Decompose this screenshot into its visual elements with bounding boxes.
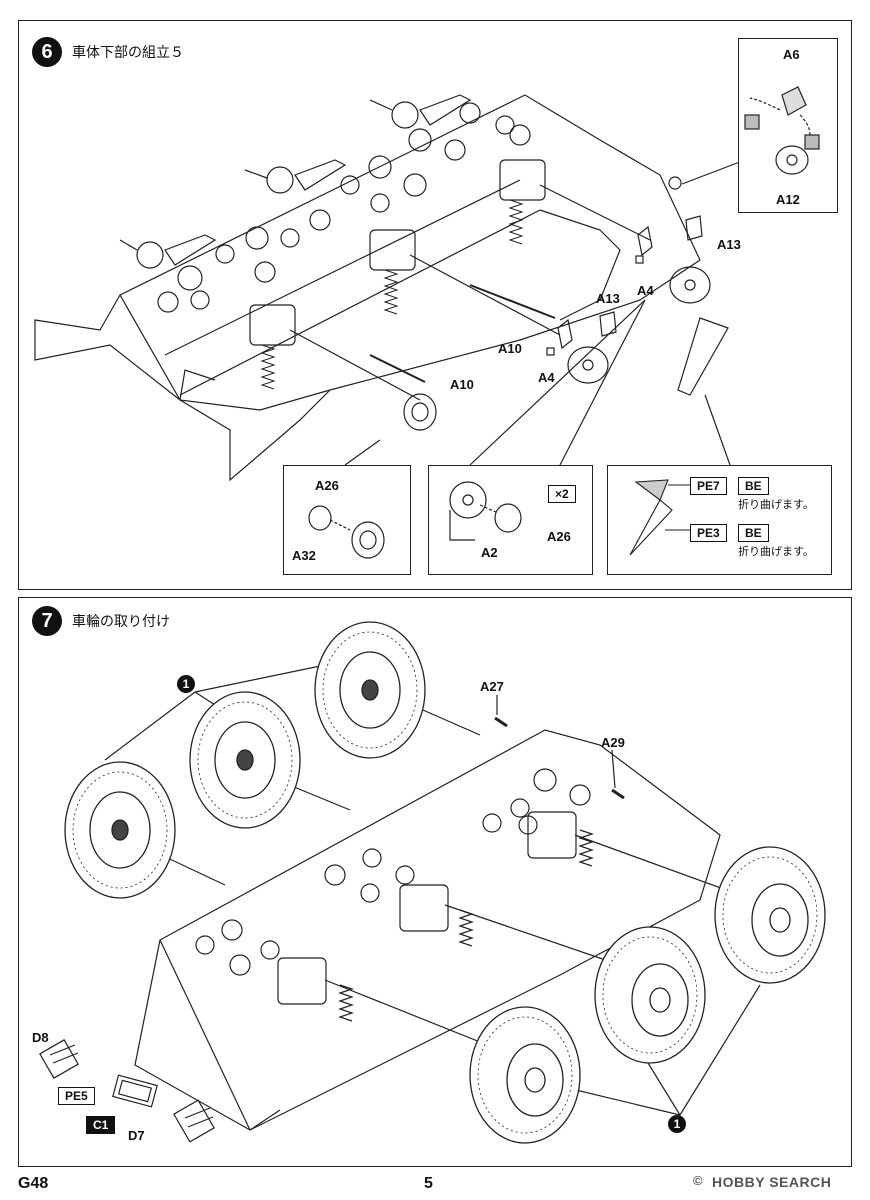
glue-icon-right (804, 134, 820, 150)
label-a27: A27 (480, 679, 504, 694)
final-drives-top (119, 94, 472, 269)
label-a10-upper: A10 (498, 341, 522, 356)
watermark: HOBBY SEARCH (712, 1174, 832, 1190)
pe7-part-label: PE7 (690, 477, 727, 495)
label-a4-upper: A4 (637, 283, 654, 298)
pe7-bend-note: 折り曲げます。 (738, 498, 814, 511)
coil-springs (260, 199, 524, 390)
pe5-part-label: PE5 (58, 1087, 95, 1105)
road-wheels (64, 621, 826, 1144)
callout-b-label-a2: A2 (481, 545, 498, 560)
step6-title: 車体下部の組立５ (72, 45, 184, 61)
suspension-mounts (249, 159, 651, 401)
pe3-bend-icon: BE (738, 524, 769, 542)
glue-icon-left (744, 114, 760, 130)
callout-a-label-a26: A26 (315, 478, 339, 493)
callout-b-multiplier: ×2 (548, 485, 576, 503)
label-a13-upper: A13 (717, 237, 741, 252)
c1-part-label: C1 (86, 1116, 116, 1134)
step6-number-badge: 6 (32, 37, 62, 67)
callout-a26-a2 (428, 465, 593, 575)
kit-code: G48 (18, 1175, 49, 1192)
label-a29: A29 (601, 735, 625, 750)
hull-access-ports (157, 102, 531, 313)
callout-a26-a32 (283, 465, 411, 575)
label-a4-mid: A4 (538, 370, 555, 385)
callout-b-label-a26: A26 (547, 529, 571, 544)
wheel-part-number-top: 1 (177, 675, 195, 693)
label-a13-mid: A13 (596, 291, 620, 306)
pe3-part-label: PE3 (690, 524, 727, 542)
label-a10-lower: A10 (450, 377, 474, 392)
callout-a-label-a32: A32 (292, 548, 316, 563)
label-a12: A12 (776, 192, 800, 207)
ladder-d7 (173, 1099, 215, 1143)
page-number: 5 (424, 1175, 433, 1192)
watermark-mark: © (693, 1173, 703, 1188)
step7-number-badge: 7 (32, 606, 62, 636)
label-a6: A6 (783, 47, 800, 62)
hull-access-ports-step7 (195, 768, 591, 976)
pe7-bend-icon: BE (738, 477, 769, 495)
wheel-part-number-bottom: 1 (668, 1115, 686, 1133)
pe3-bend-note: 折り曲げます。 (738, 545, 814, 558)
label-d8: D8 (32, 1030, 49, 1045)
step7-title: 車輪の取り付け (72, 614, 170, 630)
label-d7: D7 (128, 1128, 145, 1143)
ladder-d8 (39, 1039, 79, 1079)
